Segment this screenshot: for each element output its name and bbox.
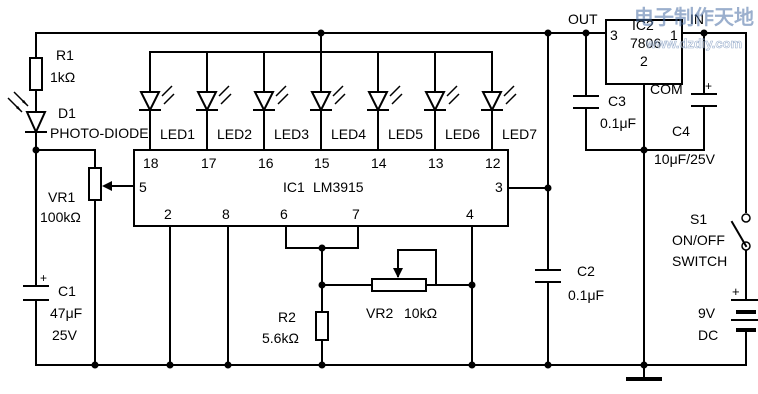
watermark-title: 电子制作天地 bbox=[634, 5, 754, 29]
led-array: LED1 LED2 LED3 LED4 LED5 LED6 LED7 bbox=[139, 85, 537, 142]
led6-label: LED6 bbox=[445, 126, 480, 142]
junctions bbox=[32, 29, 708, 369]
ic2-pin-3: 3 bbox=[610, 27, 618, 43]
capacitor-c1: + C1 47μF 25V bbox=[23, 271, 82, 343]
ic1-pin-4: 4 bbox=[466, 206, 474, 222]
c2-name: C2 bbox=[577, 263, 595, 279]
c1-name: C1 bbox=[58, 283, 76, 299]
r1-value: 1kΩ bbox=[50, 69, 75, 85]
c3-name: C3 bbox=[608, 93, 626, 109]
photodiode-d1: D1 PHOTO-DIODE bbox=[7, 91, 149, 141]
led-6 bbox=[424, 85, 460, 113]
wires bbox=[35, 32, 747, 381]
led4-label: LED4 bbox=[331, 126, 366, 142]
led-1 bbox=[139, 85, 175, 113]
svg-text:+: + bbox=[40, 271, 47, 285]
ic1-pin-7: 7 bbox=[352, 206, 360, 222]
ic1-pin-18: 18 bbox=[143, 155, 159, 171]
r2-name: R2 bbox=[278, 309, 296, 325]
potentiometer-vr1: VR1 100kΩ bbox=[40, 167, 112, 225]
ic1-pin-3: 3 bbox=[495, 179, 503, 195]
s1-desc1: ON/OFF bbox=[672, 232, 725, 248]
svg-text:+: + bbox=[732, 284, 740, 299]
c3-value: 0.1μF bbox=[600, 115, 636, 131]
ic1-pin-12: 12 bbox=[485, 155, 501, 171]
ic2-regulator: 3 1 2 IC2 7806 COM OUT IN bbox=[568, 11, 704, 97]
led-3 bbox=[253, 85, 289, 113]
c4-value: 10μF/25V bbox=[654, 151, 716, 167]
d1-name: D1 bbox=[58, 105, 76, 121]
ic1-lm3915: IC1 LM3915 18 17 16 15 14 13 12 5 3 2 8 … bbox=[133, 149, 509, 227]
vr1-value: 100kΩ bbox=[40, 209, 81, 225]
vr2-name: VR2 bbox=[366, 305, 393, 321]
led7-label: LED7 bbox=[502, 126, 537, 142]
ic2-pin-2: 2 bbox=[640, 53, 648, 69]
ic1-pin-13: 13 bbox=[428, 155, 444, 171]
r1-name: R1 bbox=[56, 47, 74, 63]
watermark-url: www.dzdiy.com bbox=[645, 36, 742, 51]
battery-type: DC bbox=[698, 327, 718, 343]
led1-label: LED1 bbox=[160, 126, 195, 142]
c2-value: 0.1μF bbox=[568, 287, 604, 303]
ic1-pin-6: 6 bbox=[280, 206, 288, 222]
led2-label: LED2 bbox=[217, 126, 252, 142]
d1-type: PHOTO-DIODE bbox=[50, 125, 149, 141]
ic2-name: IC2 bbox=[632, 17, 654, 33]
vr2-value: 10kΩ bbox=[404, 305, 437, 321]
ic1-part: LM3915 bbox=[313, 179, 364, 195]
watermark: 电子制作天地 www.dzdiy.com bbox=[634, 5, 754, 51]
ic1-pin-15: 15 bbox=[314, 155, 330, 171]
svg-text:+: + bbox=[705, 79, 712, 93]
s1-name: S1 bbox=[690, 211, 707, 227]
vr1-name: VR1 bbox=[48, 189, 75, 205]
battery-voltage: 9V bbox=[698, 305, 716, 321]
led-4 bbox=[310, 85, 346, 113]
potentiometer-vr2: VR2 10kΩ bbox=[366, 268, 437, 321]
resistor-r2: R2 5.6kΩ bbox=[262, 309, 329, 346]
ic1-pin-17: 17 bbox=[201, 155, 217, 171]
s1-desc2: SWITCH bbox=[672, 253, 727, 269]
in-label: IN bbox=[690, 11, 704, 27]
ic2-pin-1: 1 bbox=[670, 27, 678, 43]
c1-value: 47μF bbox=[50, 305, 82, 321]
c1-voltage: 25V bbox=[52, 327, 78, 343]
led-7 bbox=[481, 85, 517, 113]
resistor-r1: R1 1kΩ bbox=[29, 47, 75, 91]
ic1-pin-5: 5 bbox=[139, 179, 147, 195]
switch-s1: S1 ON/OFF SWITCH bbox=[672, 211, 751, 269]
led5-label: LED5 bbox=[388, 126, 423, 142]
ic2-part: 7806 bbox=[630, 35, 661, 51]
led3-label: LED3 bbox=[274, 126, 309, 142]
out-label: OUT bbox=[568, 11, 598, 27]
c4-name: C4 bbox=[672, 123, 690, 139]
ic1-pin-14: 14 bbox=[371, 155, 387, 171]
led-2 bbox=[196, 85, 232, 113]
led-5 bbox=[367, 85, 403, 113]
ic2-com: COM bbox=[650, 81, 683, 97]
capacitor-c2: C2 0.1μF bbox=[535, 263, 604, 303]
ic1-name: IC1 bbox=[283, 179, 305, 195]
ic1-pin-2: 2 bbox=[164, 206, 172, 222]
ic1-pin-8: 8 bbox=[222, 206, 230, 222]
battery-9v: + 9V DC bbox=[698, 284, 758, 343]
r2-value: 5.6kΩ bbox=[262, 330, 299, 346]
capacitor-c4: + C4 10μF/25V bbox=[654, 79, 717, 167]
capacitor-c3: C3 0.1μF bbox=[573, 93, 636, 131]
ic1-pin-16: 16 bbox=[258, 155, 274, 171]
